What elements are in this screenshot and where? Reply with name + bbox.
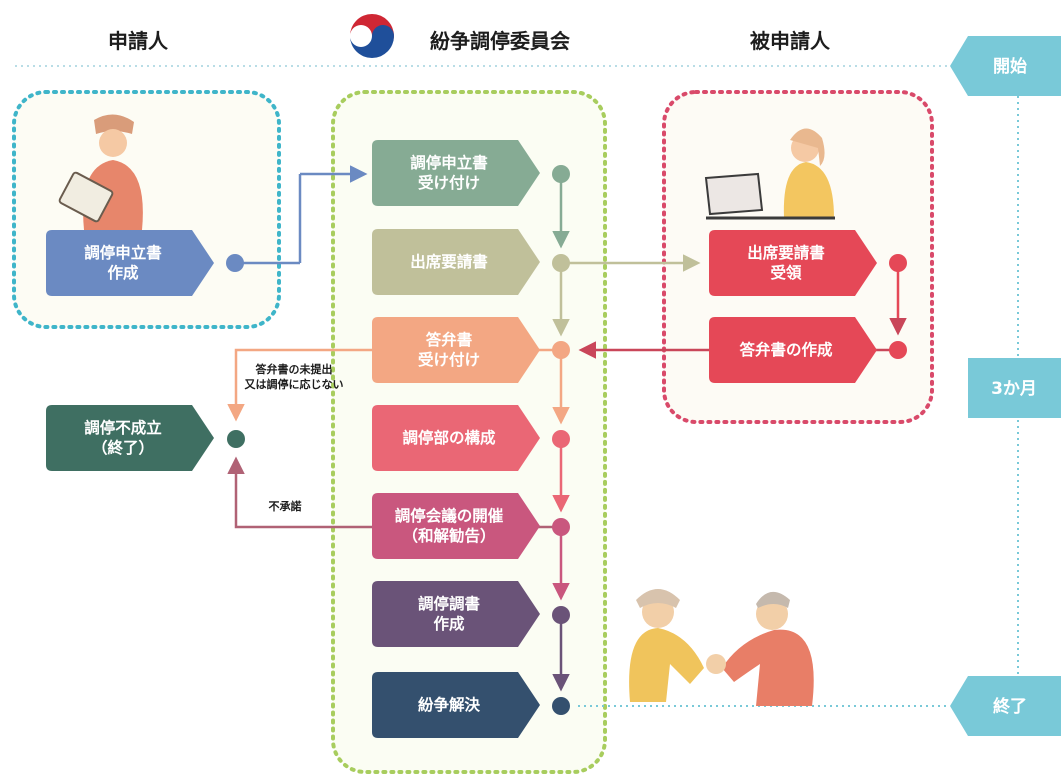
mediation-failure-box-label: 調停不成立 (84, 418, 162, 437)
timeline-month (968, 358, 1061, 418)
emblem-icon (346, 13, 398, 65)
mediation-record-box-label: 調停調書 (418, 594, 480, 613)
mediation-failure-box-shape (46, 405, 214, 471)
receive-answer-box-label: 受け付け (418, 350, 480, 369)
respondent-header: 被申請人 (750, 29, 831, 53)
timeline-end-label: 終了 (993, 696, 1027, 717)
committee-node-4 (552, 430, 570, 448)
receive-answer-box-label: 答弁書 (426, 330, 473, 349)
create-node (226, 254, 244, 272)
mediation-record-box-label: 作成 (433, 614, 465, 633)
dispute-resolved-box-shape (372, 672, 540, 738)
committee-node-1 (552, 165, 570, 183)
panel-composition-box: 調停部の構成 (372, 405, 540, 471)
compose-answer-box-shape (709, 317, 877, 383)
receive-application-box-label: 調停申立書 (410, 153, 488, 172)
mediation-meeting-box: 調停会議の開催（和解勧告） (372, 493, 540, 559)
not-accepted-note: 不承諾 (269, 499, 302, 513)
handshake-icon (629, 589, 814, 706)
committee-node-7 (552, 697, 570, 715)
panel-composition-box-shape (372, 405, 540, 471)
committee-header: 紛争調停委員会 (430, 29, 570, 53)
receive-request-box-label: 出席要請書 (747, 243, 825, 262)
failure-node (227, 430, 245, 448)
timeline-end (950, 676, 1061, 736)
create-application-box-label: 調停申立書 (84, 243, 162, 262)
mediation-meeting-box-label: （和解勧告） (402, 526, 495, 545)
compose-answer-box-label: 答弁書の作成 (739, 340, 833, 359)
committee-node-2 (552, 254, 570, 272)
no-answer-note-line1: 答弁書の未提出 (256, 362, 333, 376)
respondent-node-1 (889, 254, 907, 272)
timeline-start (950, 36, 1061, 96)
mediation-record-box-shape (372, 581, 540, 647)
mediation-failure-box-label: （終了） (92, 438, 154, 457)
no-answer-note-line2: 又は調停に応じない (244, 377, 344, 391)
dispute-resolved-box: 紛争解決 (372, 672, 540, 738)
committee-node-3 (552, 341, 570, 359)
receive-answer-box-shape (372, 317, 540, 383)
attendance-request-box-label: 出席要請書 (410, 252, 488, 271)
receive-request-box-label: 受領 (770, 263, 802, 282)
create-application-box-shape (46, 230, 214, 296)
mediation-meeting-box-label: 調停会議の開催 (395, 506, 504, 525)
panel-composition-box-label: 調停部の構成 (402, 428, 496, 447)
committee-node-5 (552, 518, 570, 536)
create-application-box-label: 作成 (107, 263, 139, 282)
receive-application-box-shape (372, 140, 540, 206)
process-boxes: 調停申立書作成調停不成立（終了）調停申立書受け付け出席要請書答弁書受け付け調停部… (46, 140, 877, 738)
compose-answer-box: 答弁書の作成 (709, 317, 877, 383)
dispute-resolved-box-label: 紛争解決 (418, 695, 481, 714)
receive-application-box-label: 受け付け (418, 173, 480, 192)
attendance-request-box: 出席要請書 (372, 229, 540, 295)
applicant-person-icon (58, 114, 143, 230)
applicant-header: 申請人 (108, 29, 169, 53)
respondent-node-2 (889, 341, 907, 359)
mediation-meeting-box-shape (372, 493, 540, 559)
timeline-month-label: 3か月 (991, 379, 1037, 399)
attendance-request-box-shape (372, 229, 540, 295)
receive-request-box-shape (709, 230, 877, 296)
mediation-failure-box: 調停不成立（終了） (46, 405, 214, 471)
respondent-person-icon (704, 128, 835, 220)
committee-nodes (552, 165, 570, 715)
committee-node-6 (552, 606, 570, 624)
timeline-start-label: 開始 (993, 56, 1027, 77)
